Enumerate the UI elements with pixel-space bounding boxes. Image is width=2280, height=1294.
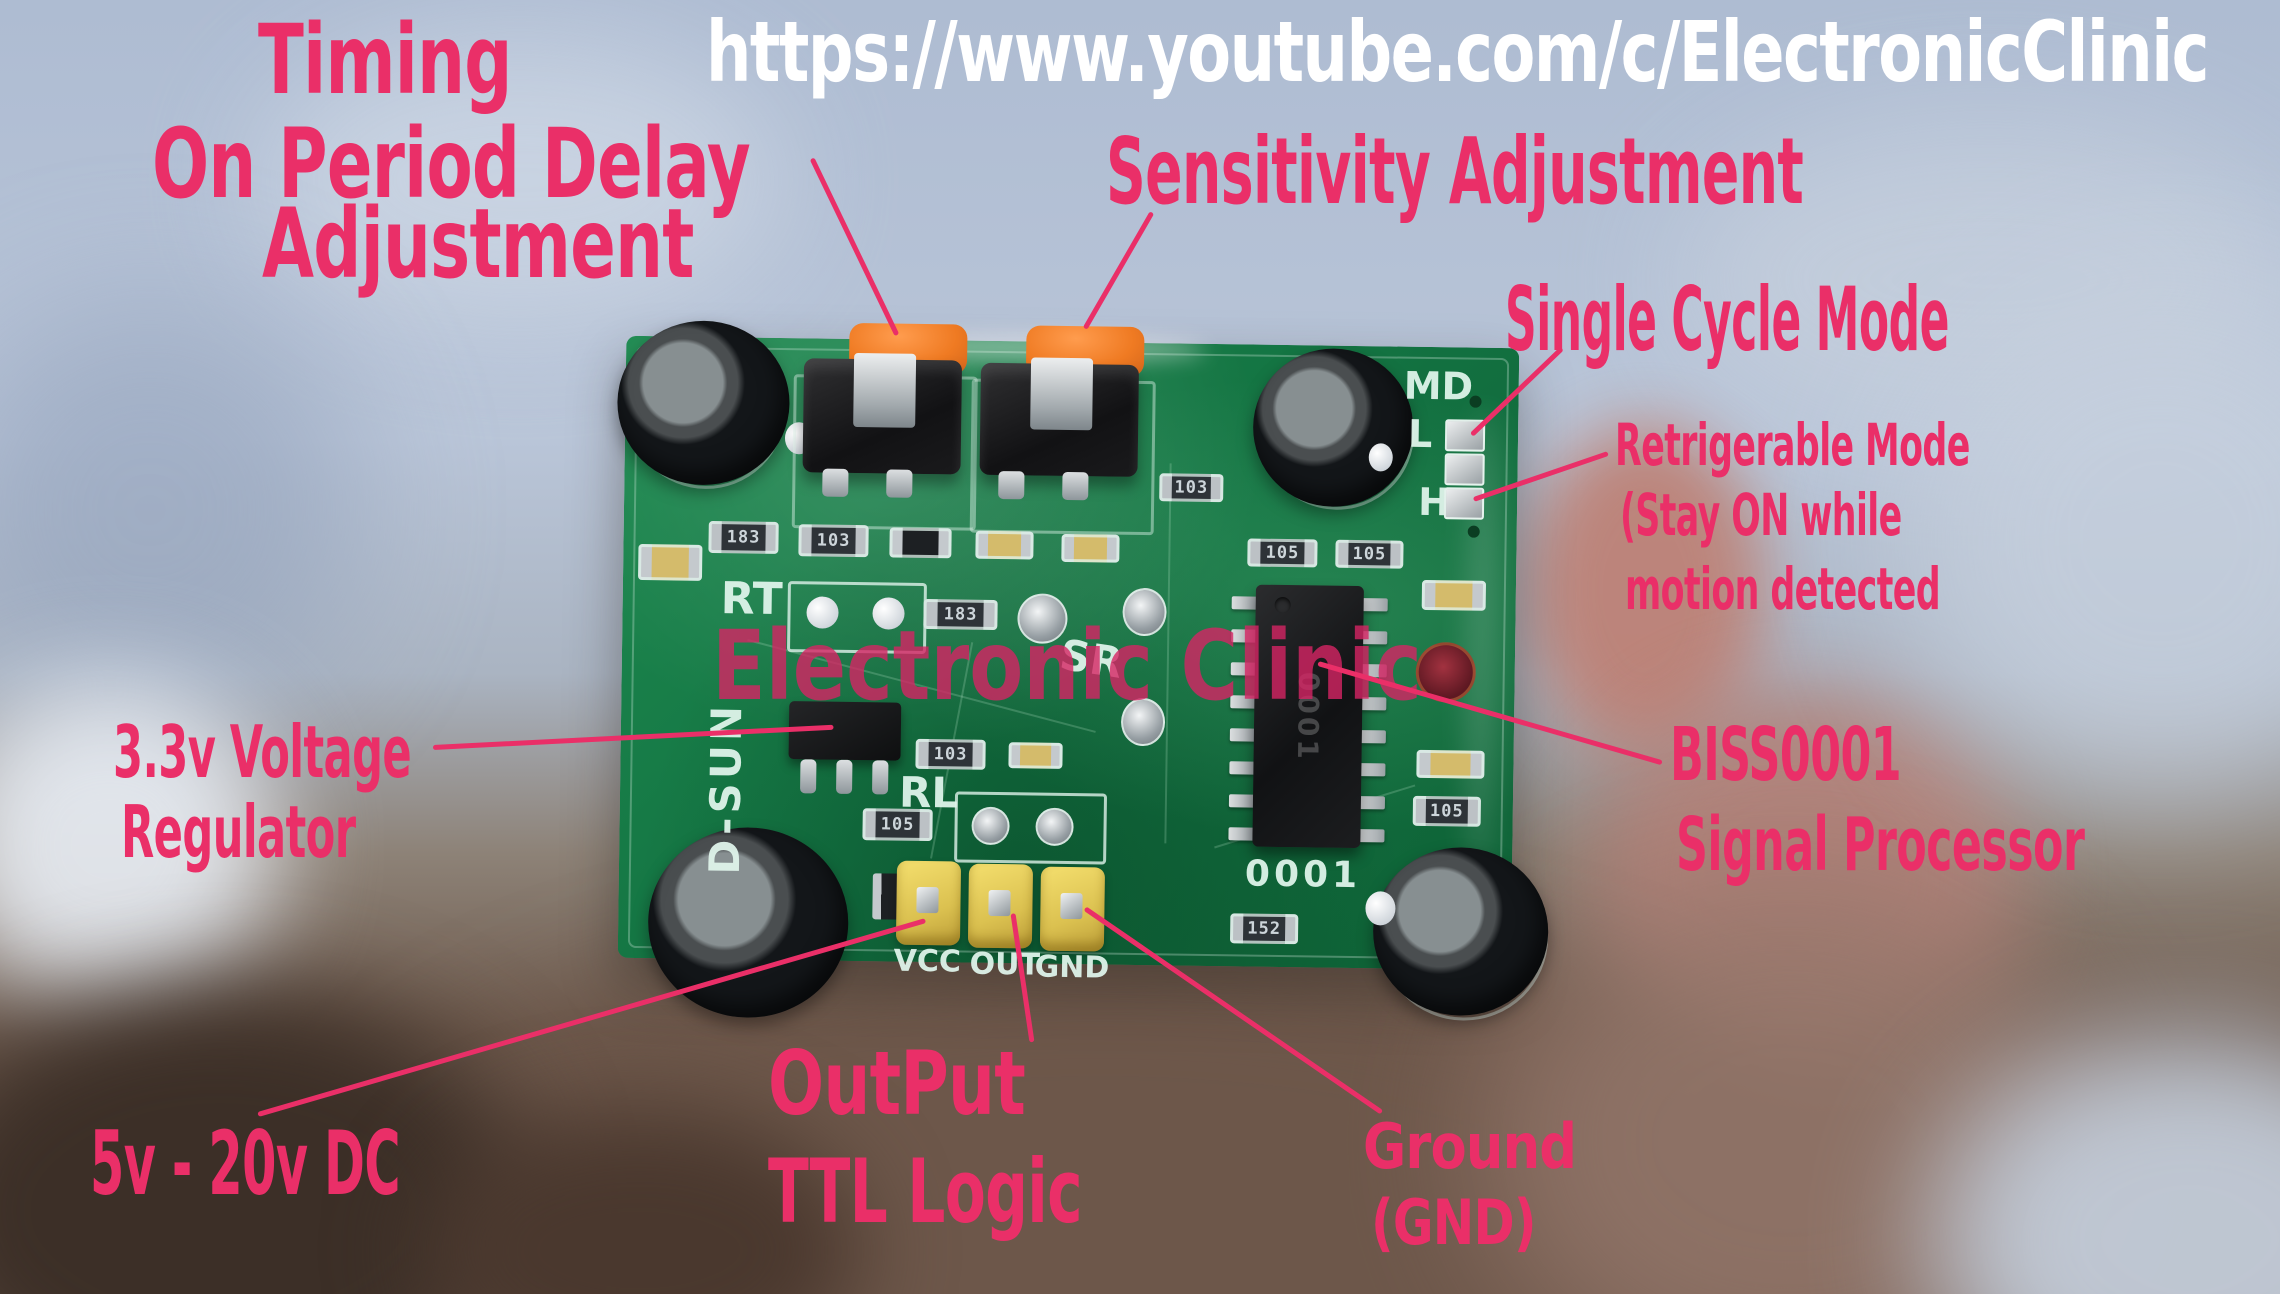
ic-pin <box>1228 794 1256 808</box>
smd-diode <box>889 527 952 559</box>
ic-pin <box>1359 763 1386 777</box>
silkscreen-md: MD <box>1403 363 1474 409</box>
smd-capacitor <box>1416 749 1485 779</box>
header-pin-out[interactable] <box>967 863 1034 949</box>
smd-resistor: 103 <box>798 524 869 558</box>
smd-resistor: 103 <box>1159 473 1224 503</box>
smd-resistor: 103 <box>915 738 986 770</box>
label-regulator-line1: 3.3v Voltage <box>113 710 412 794</box>
smd-value: 103 <box>816 530 851 551</box>
channel-url[interactable]: https://www.youtube.com/c/ElectronicClin… <box>706 3 2209 101</box>
smd-capacitor <box>637 543 703 581</box>
smd-resistor: 105 <box>1412 795 1482 827</box>
sky-highlight <box>260 40 780 320</box>
watermark: Electronic Clinic <box>712 610 1422 722</box>
label-retrigerable-line1: Retrigerable Mode <box>1615 411 1970 479</box>
pot-leg <box>886 469 913 498</box>
pot-leg <box>822 468 849 497</box>
leader-timing <box>809 157 900 337</box>
label-retrigerable-line2: (Stay ON while <box>1620 481 1902 549</box>
label-output-line2: TTL Logic <box>768 1140 1083 1243</box>
label-timing-line1: Timing <box>258 4 512 116</box>
bright-patch <box>0 680 280 1010</box>
sky-shadow <box>0 300 360 720</box>
smd-capacitor <box>1061 533 1120 563</box>
silkscreen-batch: 0001 <box>1244 853 1362 897</box>
ic-pin <box>1228 827 1255 841</box>
header-pin-gnd[interactable] <box>1039 866 1106 952</box>
label-sensitivity: Sensitivity Adjustment <box>1106 118 1804 225</box>
ic-pin <box>1359 730 1386 744</box>
via-hole <box>1469 395 1482 408</box>
label-ground-line1: Ground <box>1363 1110 1577 1183</box>
pot-metal-band <box>1030 357 1094 431</box>
silkscreen-gnd: GND <box>1034 949 1110 986</box>
label-single-cycle: Single Cycle Mode <box>1505 268 1949 371</box>
label-timing-line2: On Period Delay <box>152 108 751 220</box>
regulator-leg <box>836 759 853 794</box>
label-output-line1: OutPut <box>768 1032 1026 1135</box>
smd-value: 103 <box>933 744 968 765</box>
ic-pin <box>1229 761 1256 775</box>
label-timing-line3: Adjustment <box>262 188 694 300</box>
silkscreen-out: OUT <box>969 946 1041 983</box>
pot-leg <box>998 471 1025 500</box>
regulator-leg <box>800 759 817 794</box>
silkscreen-vcc: VCC <box>893 943 962 980</box>
pot-metal-band <box>853 352 917 428</box>
smd-resistor: 105 <box>1247 538 1318 568</box>
pin-metal <box>1060 892 1083 920</box>
via-hole <box>1467 525 1480 538</box>
jumper-pad-mid[interactable] <box>1444 453 1485 486</box>
label-biss-line1: BISS0001 <box>1670 712 1902 798</box>
smd-resistor: 105 <box>862 808 933 842</box>
header-pin-vcc[interactable] <box>895 860 962 946</box>
finger <box>1525 425 1765 755</box>
silkscreen-l: L <box>1407 411 1433 457</box>
smd-value: 183 <box>726 527 761 548</box>
leader-sensitivity <box>1082 211 1155 330</box>
label-ground-line2: (GND) <box>1371 1186 1537 1259</box>
smd-value: 103 <box>1174 477 1209 498</box>
pin-metal <box>988 889 1011 917</box>
ic-pin <box>1231 596 1258 610</box>
smd-value: 152 <box>1247 918 1282 939</box>
smd-capacitor <box>1421 579 1487 611</box>
smd-resistor: 183 <box>708 520 779 554</box>
smd-resistor: 105 <box>1335 539 1404 569</box>
smd-capacitor <box>1008 742 1063 769</box>
ic-pin <box>1358 796 1386 810</box>
smd-value: 105 <box>880 814 915 835</box>
ic-pin <box>1358 829 1385 843</box>
smd-resistor: 152 <box>1229 913 1299 945</box>
label-power-input: 5v - 20v DC <box>90 1112 401 1215</box>
pot-leg <box>1062 471 1089 501</box>
pin-metal <box>916 886 939 914</box>
ic-pin <box>1229 728 1256 742</box>
smd-value: 105 <box>1265 542 1300 564</box>
label-retrigerable-line3: motion detected <box>1625 555 1941 623</box>
regulator-leg <box>872 760 889 795</box>
label-regulator-line2: Regulator <box>121 790 356 874</box>
label-biss-line2: Signal Processor <box>1676 802 2085 888</box>
smd-capacitor <box>975 530 1034 560</box>
smd-value: 105 <box>1429 801 1464 822</box>
smd-value: 105 <box>1352 543 1387 565</box>
jumper-pad-h[interactable] <box>1443 487 1485 520</box>
